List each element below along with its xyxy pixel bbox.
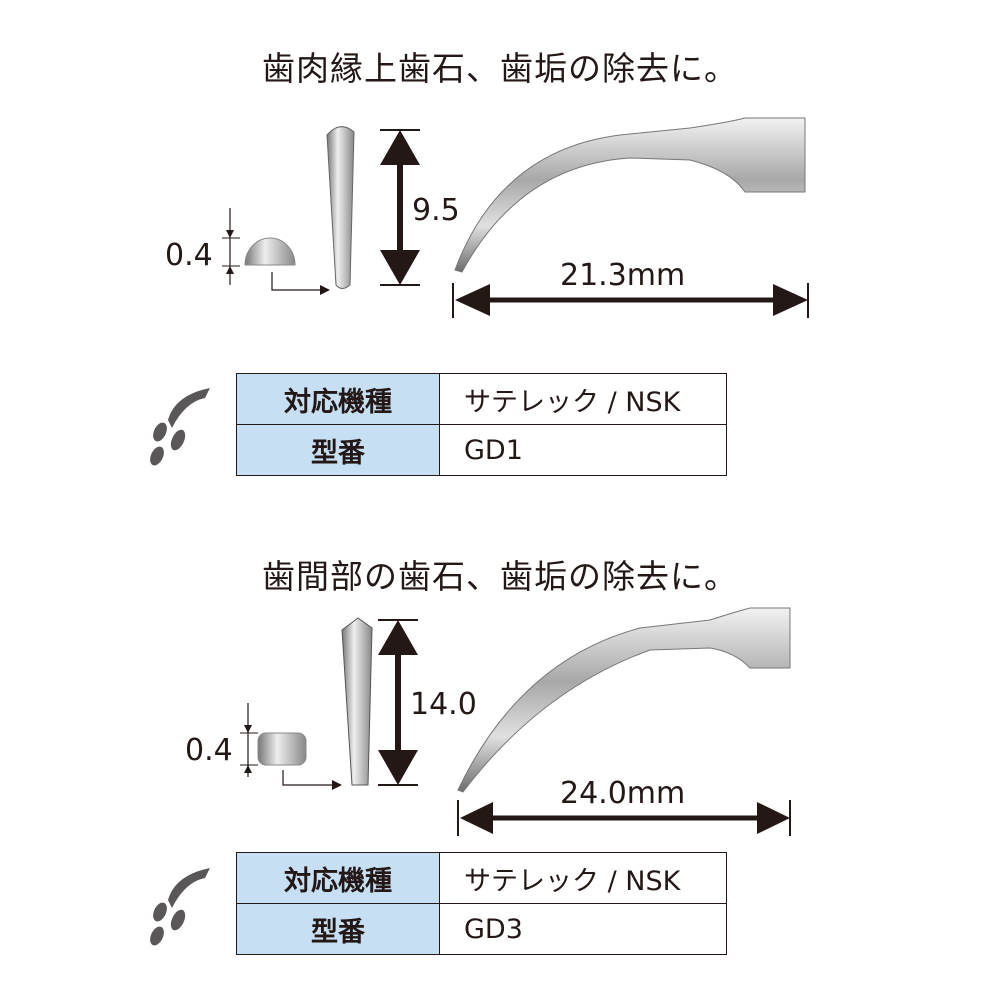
model-value: GD3	[439, 903, 727, 955]
height-label: 9.5	[412, 193, 460, 228]
section-1-title: 歯肉縁上歯石、歯垢の除去に。	[262, 49, 738, 88]
length-label: 24.0mm	[560, 776, 685, 811]
model-value: GD1	[439, 424, 727, 476]
scaler-tip-image	[457, 607, 791, 793]
compat-label: 対応機種	[236, 373, 440, 425]
spec-table-2: 対応機種 サテレック / NSK 型番 GD3	[236, 852, 727, 955]
section-1-diagram: 0.4 9.5 21.3mm	[165, 117, 809, 318]
height-label: 14.0	[410, 687, 477, 722]
water-spray-icon	[150, 868, 210, 946]
length-label: 21.3mm	[560, 258, 685, 293]
tip-cross-section	[257, 732, 307, 766]
tip-side-view	[341, 617, 373, 786]
model-label: 型番	[236, 424, 440, 476]
spec-table-1: 対応機種 サテレック / NSK 型番 GD1	[236, 373, 727, 476]
compat-value: サテレック / NSK	[439, 852, 727, 904]
table-row: 対応機種 サテレック / NSK	[236, 373, 727, 425]
compat-label: 対応機種	[236, 852, 440, 904]
tip-side-view	[326, 126, 355, 289]
section-2-title: 歯間部の歯石、歯垢の除去に。	[262, 557, 738, 596]
table-row: 対応機種 サテレック / NSK	[236, 852, 727, 904]
tip-cross-section	[244, 237, 296, 266]
section-2-diagram: 0.4 14.0 24.0mm	[185, 607, 791, 836]
table-row: 型番 GD3	[236, 903, 727, 955]
compat-value: サテレック / NSK	[439, 373, 727, 425]
scaler-tip-image	[454, 117, 806, 273]
table-row: 型番 GD1	[236, 424, 727, 476]
water-spray-icon	[150, 388, 210, 466]
model-label: 型番	[236, 903, 440, 955]
thickness-label: 0.4	[165, 238, 213, 273]
thickness-label: 0.4	[185, 733, 233, 768]
